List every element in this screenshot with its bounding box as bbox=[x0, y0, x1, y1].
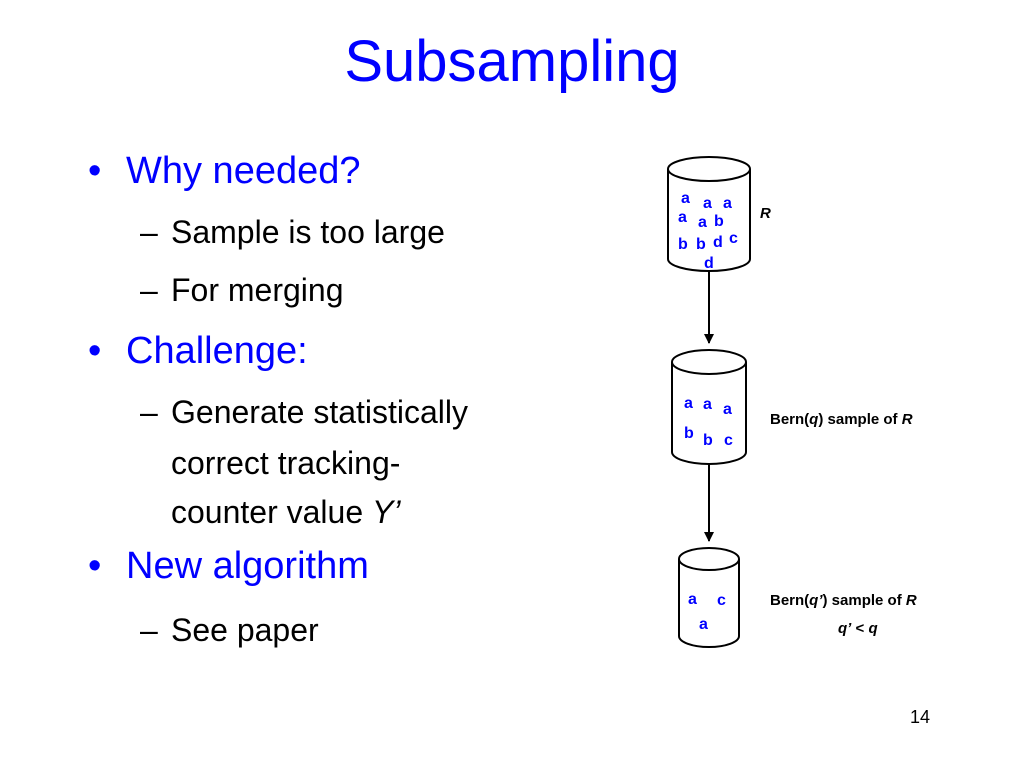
sub-bullet-dash: – bbox=[140, 394, 158, 430]
sub-bullet-text: Sample is too large bbox=[171, 214, 445, 250]
cylinder-bern-q-prime: a c a Bern(q’) sample of R q’ < q bbox=[678, 547, 917, 648]
sub-bullet-text: Generate statistically bbox=[171, 394, 469, 430]
item-letter: b bbox=[684, 425, 694, 442]
label-part: Bern( bbox=[770, 592, 809, 609]
bullet-dot: • bbox=[88, 545, 102, 587]
page-number: 14 bbox=[910, 707, 931, 727]
item-letter: c bbox=[729, 230, 738, 247]
label-r: R bbox=[760, 205, 771, 222]
sub-bullet-text: counter value bbox=[171, 494, 364, 530]
bullet-dot: • bbox=[88, 150, 102, 192]
item-letter: a bbox=[698, 214, 707, 231]
cylinder-top bbox=[678, 547, 740, 571]
sub-bullet-text: See paper bbox=[171, 612, 319, 648]
cylinder-body bbox=[678, 559, 740, 648]
item-letter: b bbox=[678, 236, 688, 253]
item-letter: b bbox=[714, 213, 724, 230]
label-bern-q: Bern(q) sample of R bbox=[770, 411, 913, 428]
label-q-prime: q’ bbox=[809, 592, 823, 609]
label-part: ) sample of bbox=[818, 411, 901, 428]
label-r: R bbox=[906, 592, 917, 609]
item-letter: d bbox=[704, 255, 714, 272]
bullet-text: New algorithm bbox=[126, 545, 369, 587]
label-part: Bern( bbox=[770, 411, 809, 428]
q-inequality-note: q’ < q bbox=[838, 620, 878, 637]
item-letter: a bbox=[684, 395, 693, 412]
cylinder-bern-q: a a a b b c Bern(q) sample of R bbox=[671, 349, 913, 465]
item-letter: d bbox=[713, 234, 723, 251]
cylinder-body bbox=[671, 362, 747, 465]
bullet-text: Why needed? bbox=[126, 150, 361, 192]
sub-bullet-dash: – bbox=[140, 272, 158, 308]
sub-bullet-text-line3: counter value Y’ bbox=[171, 490, 400, 534]
sub-bullet-dash: – bbox=[140, 612, 158, 648]
item-letter: a bbox=[688, 591, 697, 608]
bullet-text: Challenge: bbox=[126, 330, 308, 372]
cylinder-top bbox=[671, 349, 747, 375]
sub-bullet-dash: – bbox=[140, 214, 158, 250]
cylinder-r: a a a a a b b b d c d R bbox=[667, 156, 771, 272]
item-letter: a bbox=[703, 396, 712, 413]
note-q: q bbox=[868, 620, 877, 637]
item-letter: a bbox=[703, 195, 712, 212]
cylinder-top bbox=[667, 156, 751, 182]
label-bern-q-prime: Bern(q’) sample of R bbox=[770, 592, 917, 609]
item-letter: a bbox=[723, 195, 732, 212]
y-prime-symbol: Y’ bbox=[372, 494, 401, 530]
item-letter: a bbox=[678, 209, 687, 226]
label-part: ) sample of bbox=[823, 592, 906, 609]
item-letter: c bbox=[724, 432, 733, 449]
slide-title: Subsampling bbox=[344, 29, 680, 94]
note-q-prime: q’ bbox=[838, 620, 852, 637]
sub-bullet-text: correct tracking- bbox=[171, 445, 401, 481]
cylinder-body bbox=[667, 169, 751, 272]
bullet-dot: • bbox=[88, 330, 102, 372]
item-letter: a bbox=[699, 616, 708, 633]
sub-bullet-text: For merging bbox=[171, 272, 344, 308]
item-letter: a bbox=[681, 190, 690, 207]
label-q: q bbox=[809, 411, 818, 428]
note-less-than: < bbox=[851, 620, 868, 637]
item-letter: b bbox=[696, 236, 706, 253]
label-r: R bbox=[902, 411, 913, 428]
item-letter: b bbox=[703, 432, 713, 449]
item-letter: a bbox=[723, 401, 732, 418]
item-letter: c bbox=[717, 592, 726, 609]
